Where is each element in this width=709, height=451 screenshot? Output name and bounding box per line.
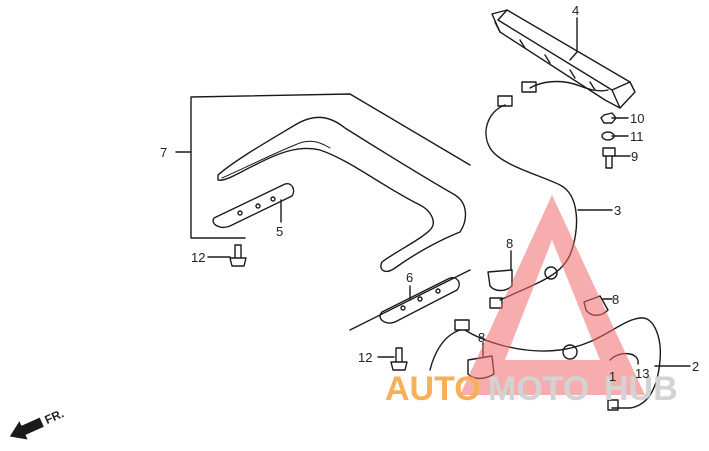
part-7-bracket — [217, 116, 467, 272]
label-9: 9 — [631, 149, 638, 164]
watermark-auto: AUTO — [385, 370, 481, 408]
label-6: 6 — [406, 270, 413, 285]
part-2-harness — [429, 317, 662, 409]
watermark: AUTO MOTO HUB — [385, 195, 678, 408]
label-11: 11 — [630, 129, 644, 144]
watermark-hub: HUB — [604, 370, 678, 408]
part-9-bolt — [602, 147, 616, 169]
label-8-b: 8 — [612, 292, 619, 307]
label-3: 3 — [614, 203, 621, 218]
label-10: 10 — [630, 111, 644, 126]
label-5: 5 — [276, 224, 283, 239]
label-12-a: 12 — [191, 250, 205, 265]
watermark-moto: MOTO — [488, 370, 589, 408]
label-2: 2 — [692, 359, 699, 374]
part-8-clip-a — [487, 269, 513, 292]
label-1: 1 — [609, 369, 616, 384]
watermark-triangle-icon — [460, 195, 645, 395]
label-13: 13 — [635, 366, 649, 381]
part-12-screw-a — [229, 244, 247, 267]
front-direction-arrow: FR. — [9, 406, 66, 440]
part-10-nut — [600, 112, 617, 124]
label-4: 4 — [572, 3, 579, 18]
fr-label: FR. — [43, 406, 66, 427]
part-5-plate — [212, 183, 295, 228]
part-4-light — [491, 9, 636, 109]
label-7: 7 — [160, 145, 167, 160]
part-6-plate — [379, 276, 460, 324]
label-8-a: 8 — [506, 236, 513, 251]
label-8-c: 8 — [478, 330, 485, 345]
part-12-screw-b — [390, 347, 408, 371]
label-12-b: 12 — [358, 350, 372, 365]
